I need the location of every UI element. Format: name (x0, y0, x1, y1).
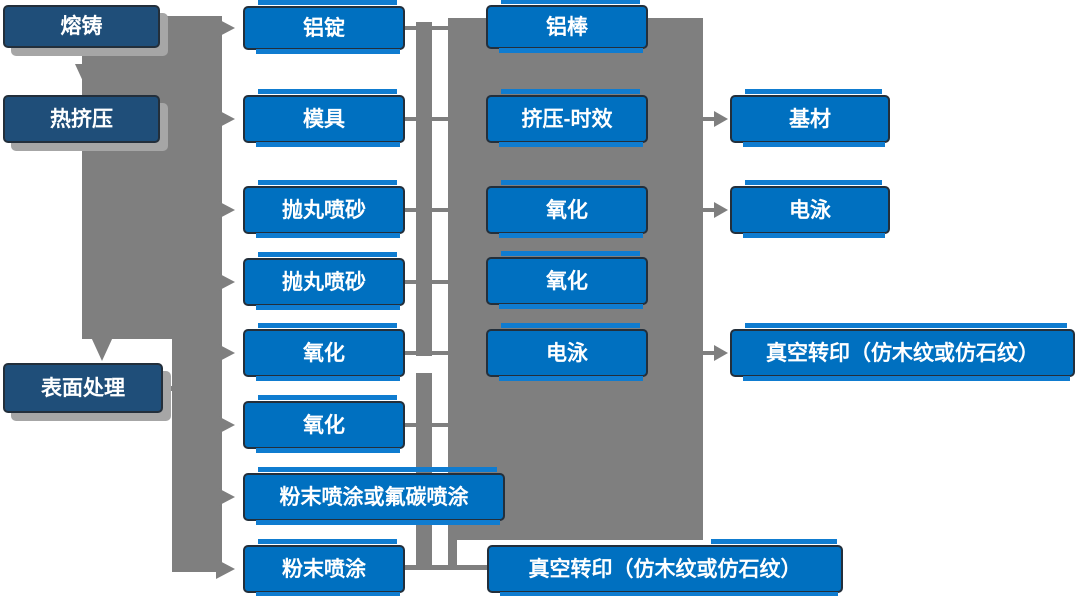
node-extrusion-aging: 挤压-时效 (486, 89, 648, 147)
node-mid-vacuum-transfer: 真空转印（仿木纹或仿石纹） (487, 539, 843, 596)
arrow-to-mold-icon (216, 109, 235, 129)
node-base-material: 基材 (730, 89, 890, 147)
arrow-to-oxidation-2-icon (216, 415, 235, 435)
link-row8-to-vacuum-transfer (405, 565, 487, 570)
node-powder-coating: 粉末喷涂 (243, 539, 405, 596)
link-row4 (405, 280, 448, 284)
stub-to-electrophoresis-out (703, 208, 714, 212)
mid-bus-top-bar (416, 22, 432, 356)
arrow-to-powder-or-fluorocarbon-icon (216, 487, 235, 507)
link-row6 (405, 423, 448, 427)
arrow-to-aluminum-ingot-icon (216, 18, 235, 38)
arrow-down-to-hot-extrusion-icon (75, 64, 97, 88)
node-mid-oxidation-1: 氧化 (486, 180, 648, 238)
arrow-to-electrophoresis-out-icon (714, 202, 728, 218)
connector-surface-treatment-to-bus (163, 386, 175, 391)
node-out-vacuum-transfer: 真空转印（仿木纹或仿石纹） (730, 323, 1075, 381)
node-shot-blasting-1: 抛丸喷砂 (243, 180, 405, 238)
link-row3 (405, 208, 448, 212)
node-mold: 模具 (243, 89, 405, 147)
node-oxidation-1: 氧化 (243, 323, 405, 381)
node-melting: 熔铸 (3, 5, 160, 48)
arrow-to-shot-blasting-2-icon (216, 272, 235, 292)
stub-main-rect-bottom (448, 540, 457, 567)
node-aluminum-rod: 铝棒 (486, 0, 648, 53)
stage-bus-bar (82, 30, 172, 339)
node-mid-oxidation-2: 氧化 (486, 251, 648, 309)
node-out-electrophoresis: 电泳 (730, 180, 890, 238)
node-oxidation-2: 氧化 (243, 395, 405, 453)
node-surface-treatment: 表面处理 (3, 363, 163, 413)
node-shot-blasting-2: 抛丸喷砂 (243, 252, 405, 310)
arrow-to-oxidation-1-icon (216, 343, 235, 363)
node-powder-or-fluorocarbon-coating: 粉末喷涂或氟碳喷涂 (243, 467, 505, 525)
process-bus-bar (172, 18, 222, 572)
link-row1 (405, 26, 448, 30)
node-mid-electrophoresis: 电泳 (486, 323, 648, 381)
stub-to-vacuum-transfer-out (703, 351, 714, 355)
arrow-to-base-material-icon (714, 111, 728, 127)
link-row2 (405, 117, 448, 121)
arrow-to-powder-coating-icon (216, 559, 235, 579)
stub-to-base-material (703, 117, 714, 121)
node-aluminum-ingot: 铝锭 (243, 0, 405, 54)
link-row5 (405, 351, 448, 355)
arrow-to-shot-blasting-1-icon (216, 200, 235, 220)
node-hot-extrusion: 热挤压 (3, 95, 160, 143)
arrow-to-vacuum-transfer-out-icon (714, 345, 728, 361)
arrow-down-to-surface-treatment-icon (91, 337, 113, 361)
